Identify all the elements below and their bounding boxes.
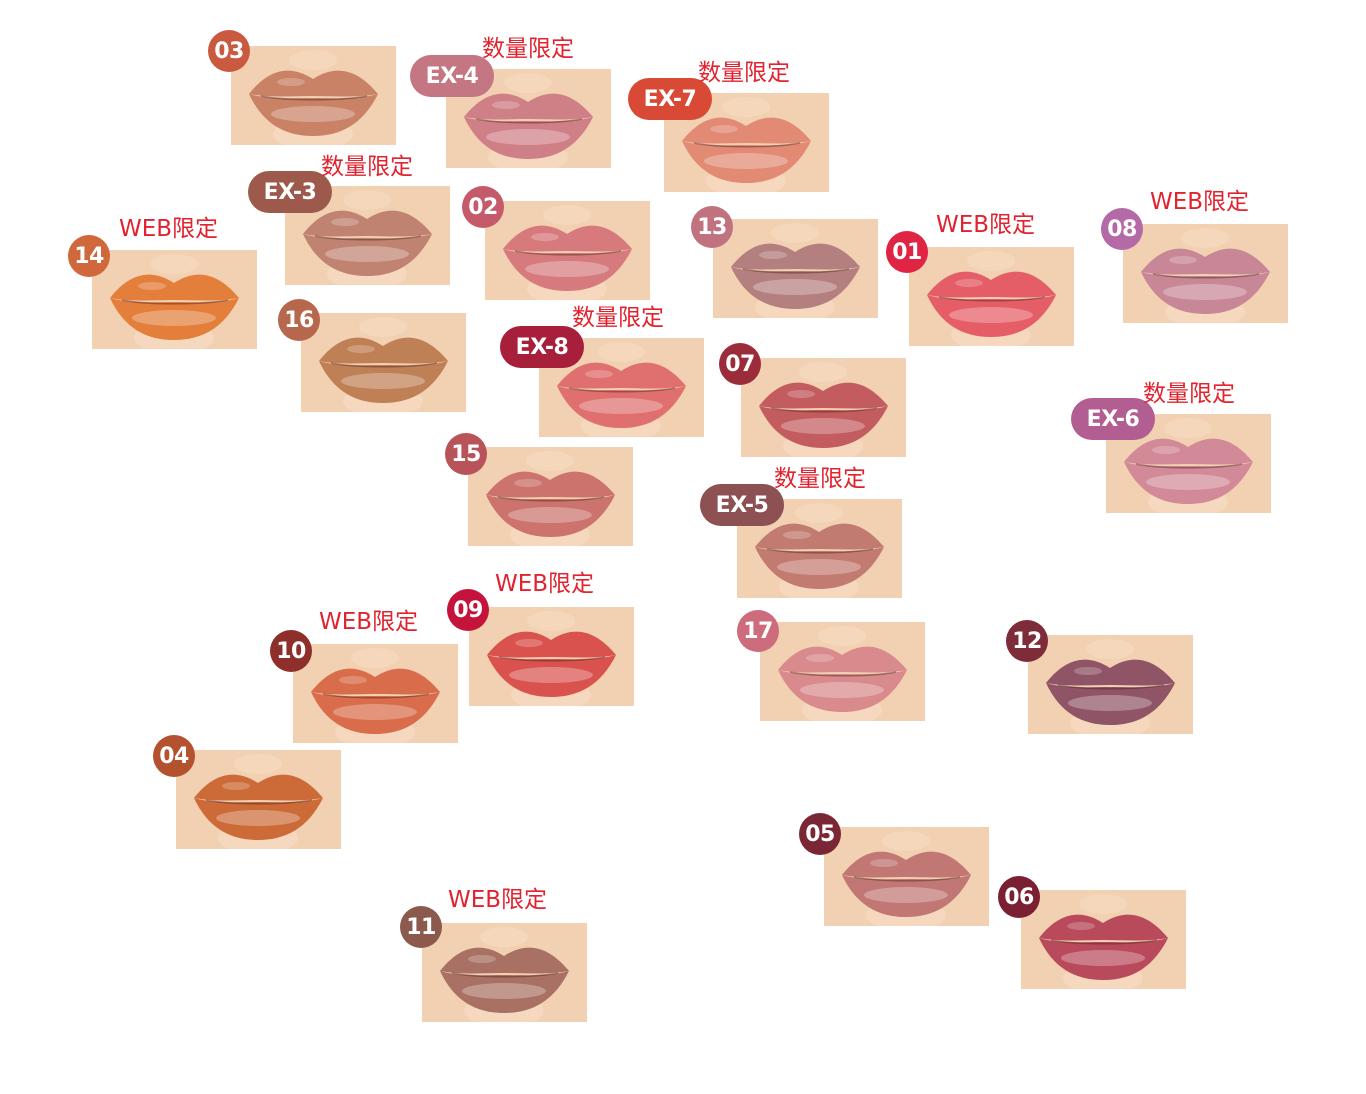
lip-swatch[interactable] (176, 750, 341, 849)
shade-badge: 16 (278, 299, 320, 341)
lip-swatch[interactable] (285, 186, 450, 285)
shade-badge: 14 (68, 235, 110, 277)
lips-icon (824, 827, 989, 926)
shade-badge: 02 (462, 186, 504, 228)
shade-badge: 01 (886, 231, 928, 273)
shade-badge: 13 (691, 206, 733, 248)
limited-tag: WEB限定 (936, 212, 1036, 238)
lip-swatch[interactable] (909, 247, 1074, 346)
shade-badge: 17 (737, 610, 779, 652)
lips-icon (176, 750, 341, 849)
shade-badge: EX-5 (700, 484, 784, 526)
shade-badge: EX-7 (628, 78, 712, 120)
lips-icon (909, 247, 1074, 346)
lips-icon (741, 358, 906, 457)
lips-icon (1123, 224, 1288, 323)
shade-badge: 04 (153, 735, 195, 777)
lips-icon (468, 447, 633, 546)
lip-swatch[interactable] (469, 607, 634, 706)
lips-icon (1028, 635, 1193, 734)
shade-badge: 05 (799, 813, 841, 855)
shade-badge: 06 (998, 876, 1040, 918)
lip-swatch[interactable] (1028, 635, 1193, 734)
lips-icon (539, 338, 704, 437)
lips-icon (713, 219, 878, 318)
limited-tag: WEB限定 (495, 571, 595, 597)
lip-swatch[interactable] (741, 358, 906, 457)
shade-badge: 12 (1006, 620, 1048, 662)
lip-swatch[interactable] (301, 313, 466, 412)
lips-icon (1021, 890, 1186, 989)
shade-badge: 15 (445, 433, 487, 475)
lips-icon (469, 607, 634, 706)
shade-badge: 03 (208, 30, 250, 72)
lip-swatch[interactable] (713, 219, 878, 318)
limited-tag: 数量限定 (482, 36, 574, 62)
lip-swatch[interactable] (422, 923, 587, 1022)
limited-tag: 数量限定 (774, 466, 866, 492)
limited-tag: WEB限定 (119, 216, 219, 242)
shade-badge: EX-3 (248, 171, 332, 213)
lips-icon (231, 46, 396, 145)
lips-icon (301, 313, 466, 412)
lips-icon (285, 186, 450, 285)
lips-icon (760, 622, 925, 721)
lip-swatch[interactable] (1123, 224, 1288, 323)
limited-tag: 数量限定 (1143, 381, 1235, 407)
limited-tag: WEB限定 (319, 609, 419, 635)
lip-swatch[interactable] (664, 93, 829, 192)
lip-swatch[interactable] (231, 46, 396, 145)
shade-badge: EX-4 (410, 55, 494, 97)
lip-swatch[interactable] (92, 250, 257, 349)
shade-badge: 11 (400, 906, 442, 948)
shade-badge: 07 (719, 343, 761, 385)
lip-swatch[interactable] (760, 622, 925, 721)
shade-badge: 09 (447, 589, 489, 631)
shade-badge: EX-6 (1071, 398, 1155, 440)
limited-tag: WEB限定 (448, 887, 548, 913)
lip-swatch[interactable] (1021, 890, 1186, 989)
lips-icon (422, 923, 587, 1022)
lips-icon (293, 644, 458, 743)
lips-icon (737, 499, 902, 598)
limited-tag: 数量限定 (572, 305, 664, 331)
shade-badge: 10 (270, 630, 312, 672)
shade-badge: EX-8 (500, 326, 584, 368)
lip-swatch[interactable] (293, 644, 458, 743)
lips-icon (92, 250, 257, 349)
limited-tag: WEB限定 (1150, 189, 1250, 215)
limited-tag: 数量限定 (698, 60, 790, 86)
lip-swatch[interactable] (468, 447, 633, 546)
lip-swatch[interactable] (824, 827, 989, 926)
limited-tag: 数量限定 (321, 154, 413, 180)
lips-icon (485, 201, 650, 300)
shade-badge: 08 (1101, 208, 1143, 250)
lip-swatch[interactable] (485, 201, 650, 300)
